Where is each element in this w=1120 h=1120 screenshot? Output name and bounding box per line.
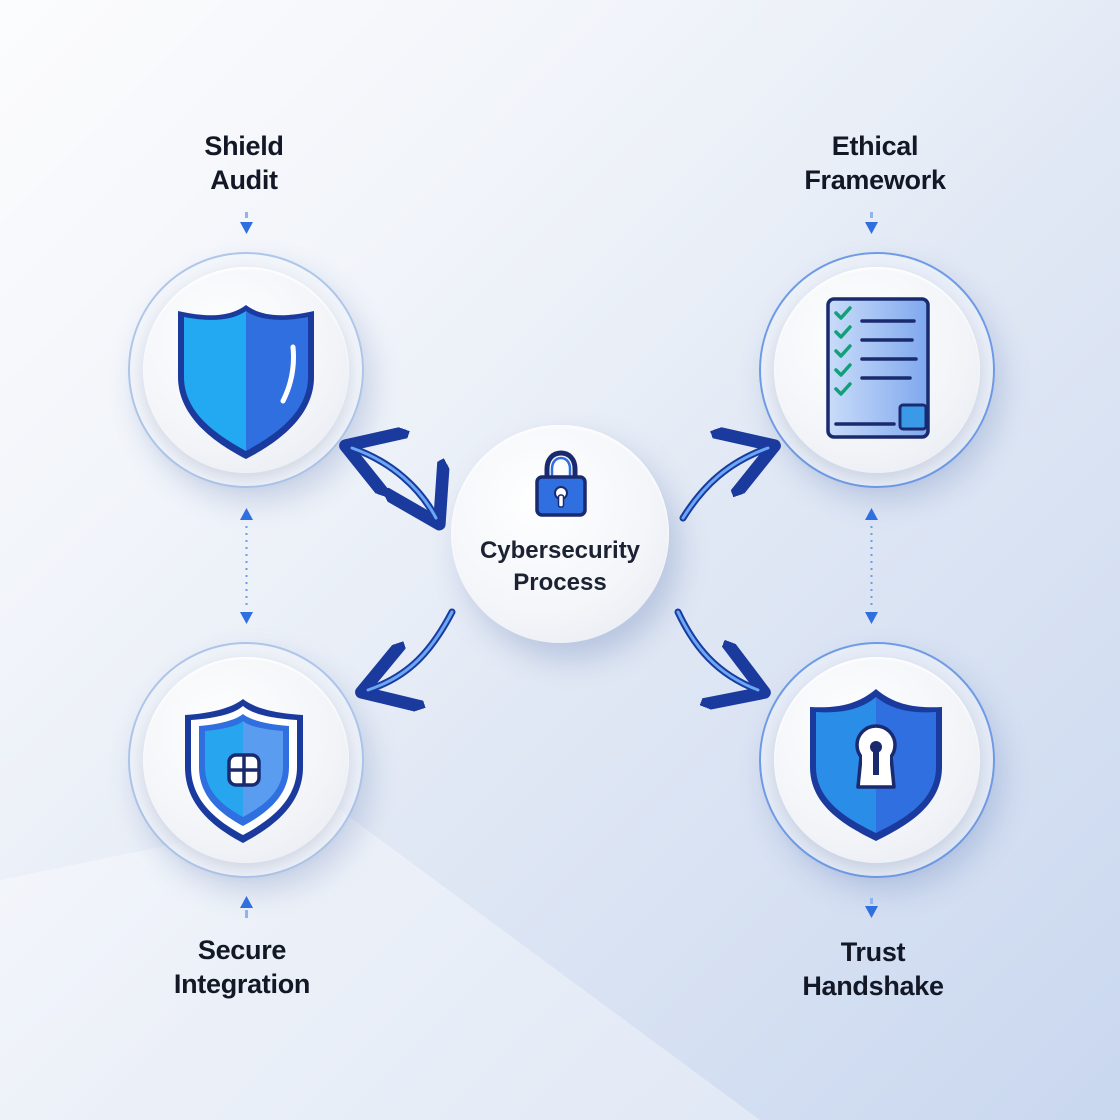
dotted-link-right [865,508,878,624]
label-ethical-framework-line1: Ethical [831,131,919,161]
label-secure-integration-line2: Integration [173,969,311,999]
padlock-icon [535,450,587,517]
pointer-shield-audit [240,212,253,234]
label-shield-audit: Shield Audit [114,129,374,197]
shield-grid-icon [185,699,303,843]
label-ethical-framework-line2: Framework [804,165,946,195]
center-title-line1: Cybersecurity [479,537,641,564]
pointer-secure-integration [240,896,253,918]
label-ethical-framework: Ethical Framework [745,129,1005,197]
center-node-cybersecurity-process[interactable]: Cybersecurity Process [451,425,669,643]
label-trust-handshake-line1: Trust [840,937,906,967]
node-secure-integration[interactable] [128,642,364,878]
pointer-ethical-framework [865,212,878,234]
dotted-link-left [240,508,253,624]
center-title-line2: Process [513,569,607,596]
shield-icon [178,305,314,459]
node-ethical-framework[interactable] [759,252,995,488]
checklist-document-icon [826,297,930,439]
arrow-center-secure-integration [368,608,456,690]
arrow-center-shield-audit [352,448,436,518]
node-shield-audit[interactable] [128,252,364,488]
label-trust-handshake-line2: Handshake [802,971,944,1001]
label-secure-integration: Secure Integration [112,933,372,1001]
node-trust-handshake[interactable] [759,642,995,878]
label-trust-handshake: Trust Handshake [743,935,1003,1003]
arrow-center-trust-handshake [674,608,758,690]
pointer-trust-handshake [865,898,878,918]
arrow-center-ethical-framework [679,448,768,522]
shield-keyhole-icon [810,689,942,841]
label-secure-integration-line1: Secure [197,935,287,965]
center-title: Cybersecurity Process [451,535,669,599]
label-shield-audit-line2: Audit [210,165,278,195]
label-shield-audit-line1: Shield [204,131,284,161]
